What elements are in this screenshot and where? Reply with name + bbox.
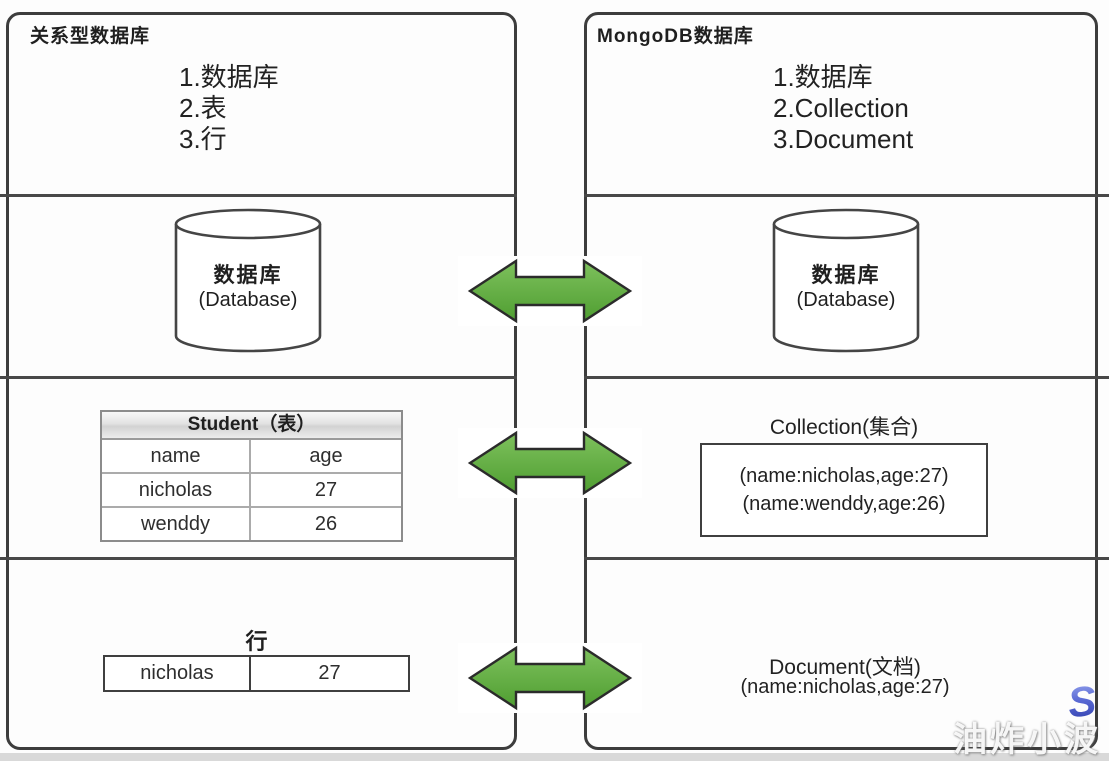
mongodb-hierarchy-item-2: 2.Collection <box>773 93 909 123</box>
student-table-col-age: age <box>309 445 343 467</box>
row-cell-name: nicholas <box>105 657 251 690</box>
relational-hierarchy-item-1: 1.数据库 <box>179 62 279 92</box>
relational-database-cylinder: 数据库 (Database) <box>172 207 324 353</box>
relational-hierarchy-item-3: 3.行 <box>179 124 227 154</box>
collection-document-1: (name:nicholas,age:27) <box>739 465 949 487</box>
double-arrow-icon-collection <box>458 428 642 498</box>
student-table: Student（表） name age nicholas 27 wenddy 2… <box>100 410 403 542</box>
bottom-gray-band <box>0 753 1109 761</box>
double-arrow-icon-document <box>458 643 642 713</box>
row-section-box: nicholas 27 <box>103 655 410 692</box>
relational-hierarchy-list: 1.数据库 2.表 3.行 <box>179 62 279 155</box>
mongodb-hierarchy-list: 1.数据库 2.Collection 3.Document <box>773 62 913 155</box>
mongodb-database-label-cn: 数据库 <box>811 264 881 287</box>
mongodb-database-label-en: (Database) <box>796 289 896 311</box>
divider-right-3 <box>584 557 1109 560</box>
student-row1-age: 27 <box>314 479 338 501</box>
row-section-label: 行 <box>245 629 268 654</box>
student-row2-name: wenddy <box>102 508 251 540</box>
divider-left-2 <box>0 376 517 379</box>
database-cylinder-icon <box>174 208 322 353</box>
row-cell-age: 27 <box>318 662 341 684</box>
relational-database-label-en: (Database) <box>198 289 298 311</box>
relational-hierarchy-item-2: 2.表 <box>179 93 227 123</box>
document-content: (name:nicholas,age:27) <box>740 676 950 698</box>
mongodb-panel <box>584 12 1098 750</box>
student-table-row-1: nicholas 27 <box>102 472 401 506</box>
divider-right-1 <box>584 194 1109 197</box>
student-row2-age: 26 <box>314 513 338 535</box>
collection-document-2: (name:wenddy,age:26) <box>742 493 946 515</box>
student-table-row-2: wenddy 26 <box>102 506 401 540</box>
double-arrow-icon-database <box>458 256 642 326</box>
relational-panel <box>6 12 517 750</box>
watermark-text: 油炸小波 <box>953 721 1101 759</box>
divider-left-1 <box>0 194 517 197</box>
mongodb-panel-title: MongoDB数据库 <box>597 26 754 47</box>
database-cylinder-icon <box>772 208 920 353</box>
divider-left-3 <box>0 557 517 560</box>
mongodb-database-cylinder: 数据库 (Database) <box>770 207 922 353</box>
mongodb-hierarchy-item-1: 1.数据库 <box>773 62 873 92</box>
student-table-header-row: name age <box>102 440 401 472</box>
document-title: Document(文档) <box>769 656 921 679</box>
relational-database-label-cn: 数据库 <box>213 264 283 287</box>
student-table-title: Student（表） <box>102 412 401 440</box>
mongodb-hierarchy-item-3: 3.Document <box>773 124 914 154</box>
relational-panel-title: 关系型数据库 <box>30 26 151 47</box>
student-row1-name: nicholas <box>102 474 251 506</box>
divider-right-2 <box>584 376 1109 379</box>
collection-title: Collection(集合) <box>769 416 919 439</box>
collection-box: (name:nicholas,age:27) (name:wenddy,age:… <box>700 443 988 537</box>
student-table-col-name: name <box>102 440 251 472</box>
